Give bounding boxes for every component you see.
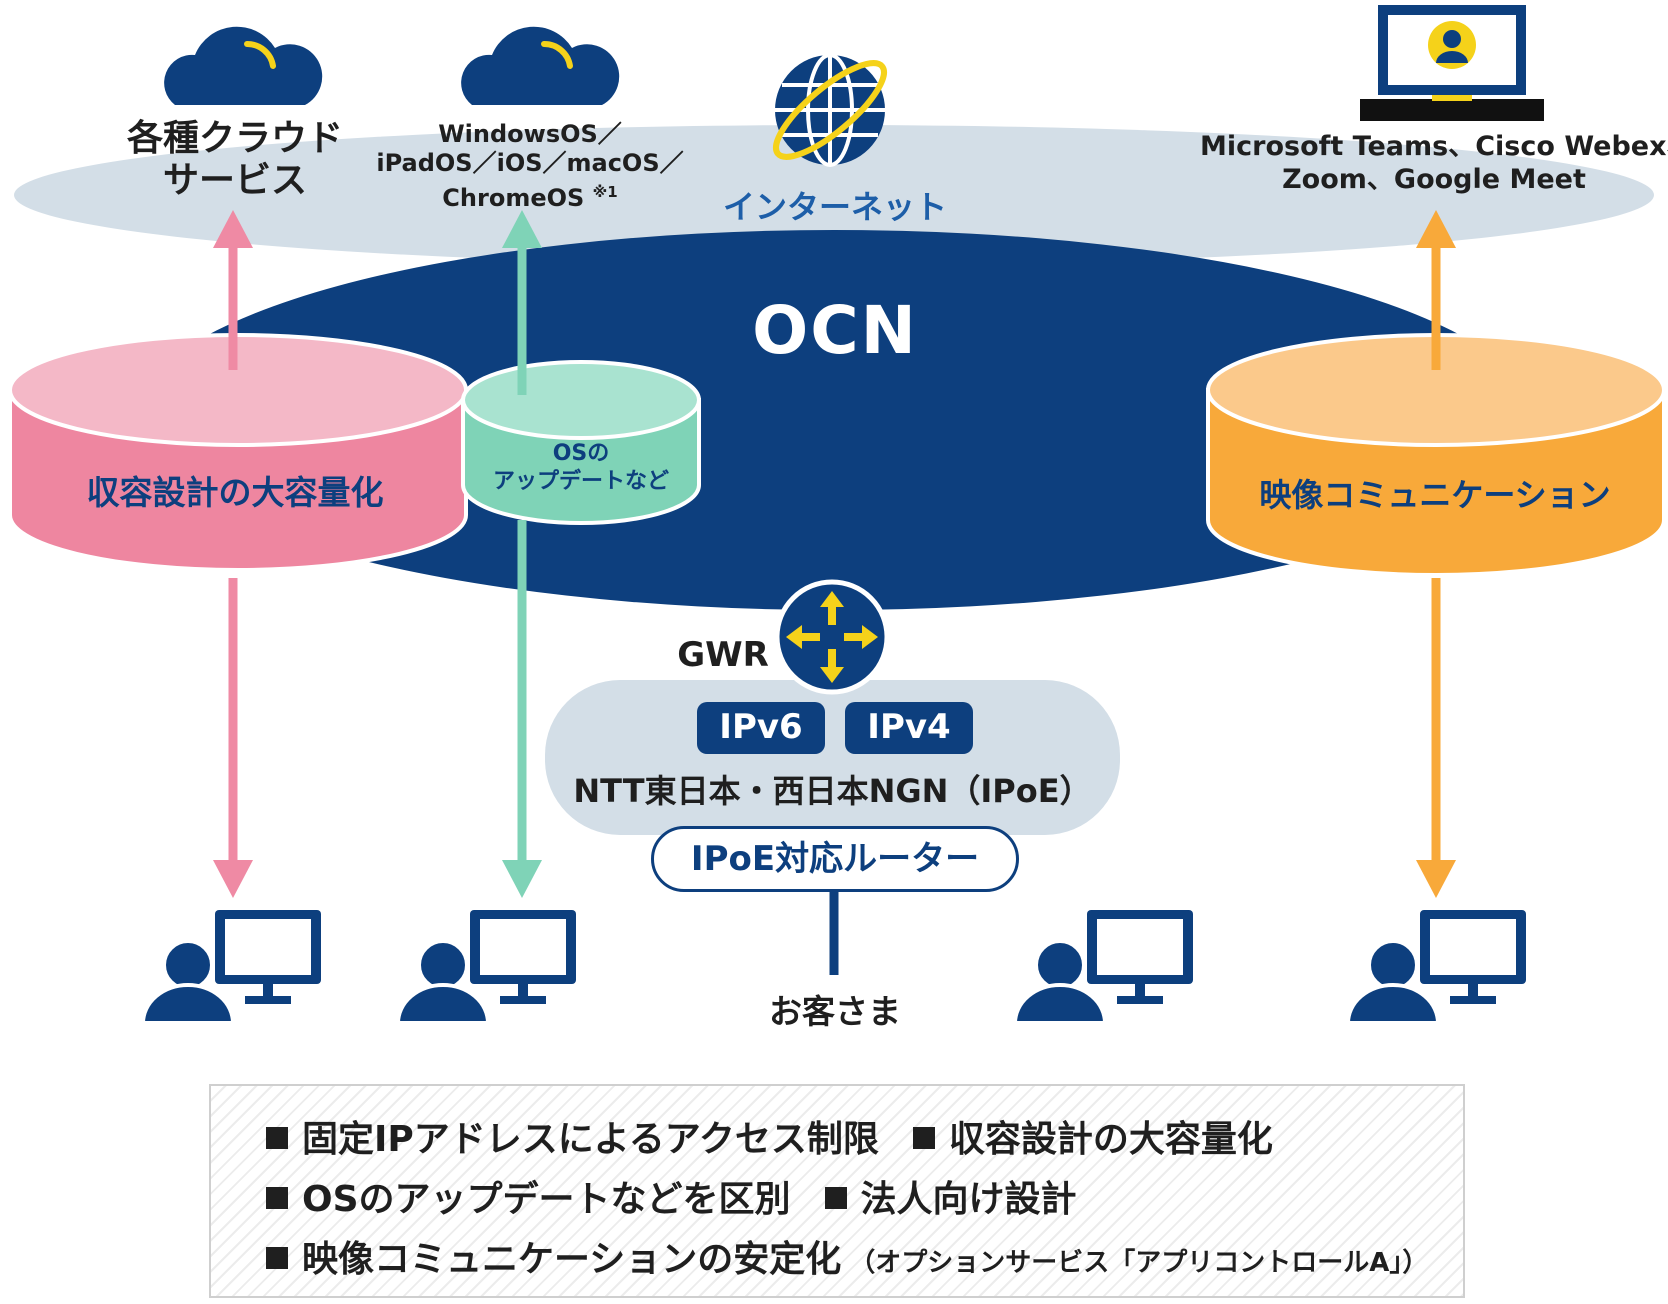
customers-label: お客さま [769, 992, 901, 1031]
ipv6-badge: IPv6 [697, 702, 825, 754]
summary-item: 収容設計の大容量化 [948, 1119, 1273, 1160]
internet-label: インターネット [722, 188, 947, 226]
cloud-services-line1: 各種クラウド [126, 118, 343, 159]
cloud-services-label: 各種クラウド サービス [110, 118, 360, 202]
summary-item: 法人向け設計 [860, 1179, 1077, 1220]
orange-arrows [1416, 210, 1456, 898]
summary-item: 固定IPアドレスによるアクセス制限 [302, 1119, 879, 1160]
os-update-line2: アップデートなど [492, 469, 669, 494]
cloud-services-line2: サービス [162, 160, 307, 201]
laptop-user-icon [1360, 5, 1544, 121]
bullet-square-icon [266, 1127, 288, 1149]
mint-arrows [502, 210, 542, 898]
os-services-note: ※1 [592, 183, 618, 201]
ngn-label: NTT東日本・西日本NGN（IPoE） [573, 772, 1092, 810]
summary-line-1: 固定IPアドレスによるアクセス制限 収容設計の大容量化 [266, 1110, 1273, 1162]
globe-icon [773, 53, 887, 167]
os-services-line3: ChromeOS [442, 184, 585, 212]
bullet-square-icon [266, 1247, 288, 1269]
ipv4-badge: IPv4 [845, 702, 973, 754]
video-services-line1: Microsoft Teams、Cisco Webex、 [1200, 131, 1668, 162]
ocn-ellipse [134, 230, 1534, 610]
user-computer-icon [395, 910, 576, 1025]
bullet-square-icon [912, 1127, 935, 1149]
capacity-cylinder [8, 333, 468, 572]
capacity-cylinder-label: 収容設計の大容量化 [86, 473, 384, 512]
summary-line-3: 映像コミュニケーションの安定化（オプションサービス「アプリコントロールA」） [266, 1230, 1428, 1282]
summary-item: OSのアップデートなどを区別 [302, 1179, 791, 1220]
summary-box: 固定IPアドレスによるアクセス制限 収容設計の大容量化 OSのアップデートなどを区… [209, 1084, 1465, 1298]
os-services-line2: iPadOS／iOS／macOS／ [376, 149, 684, 177]
router-arrows-icon [774, 579, 890, 695]
ipoe-router-box: IPoE対応ルーター [651, 826, 1019, 892]
cloud-icon [164, 26, 323, 105]
bullet-square-icon [266, 1187, 288, 1209]
user-computer-icon [1012, 910, 1193, 1025]
os-services-label: WindowsOS／ iPadOS／iOS／macOS／ ChromeOS ※1 [370, 120, 690, 213]
video-services-line2: Zoom、Google Meet [1282, 164, 1586, 195]
summary-note: （オプションサービス「アプリコントロールA」） [849, 1248, 1429, 1278]
user-computer-icon [140, 910, 321, 1025]
bullet-square-icon [824, 1187, 847, 1209]
cloud-icon [461, 26, 620, 105]
video-cylinder [1206, 333, 1666, 577]
gwr-label: GWR [677, 635, 769, 675]
internet-ellipse [14, 125, 1654, 265]
ngn-area [545, 680, 1120, 835]
pink-arrows [213, 210, 253, 898]
summary-line-2: OSのアップデートなどを区別 法人向け設計 [266, 1170, 1077, 1222]
ocn-label: OCN [752, 292, 918, 369]
video-cylinder-label: 映像コミュニケーション [1259, 476, 1611, 514]
os-services-line1: WindowsOS／ [438, 120, 622, 148]
user-computer-icon [1345, 910, 1526, 1025]
summary-item: 映像コミュニケーションの安定化 [302, 1239, 842, 1280]
video-services-label: Microsoft Teams、Cisco Webex、 Zoom、Google… [1200, 130, 1668, 196]
os-update-line1: OSの [552, 441, 610, 466]
os-update-cylinder-label: OSの アップデートなど [466, 440, 696, 496]
